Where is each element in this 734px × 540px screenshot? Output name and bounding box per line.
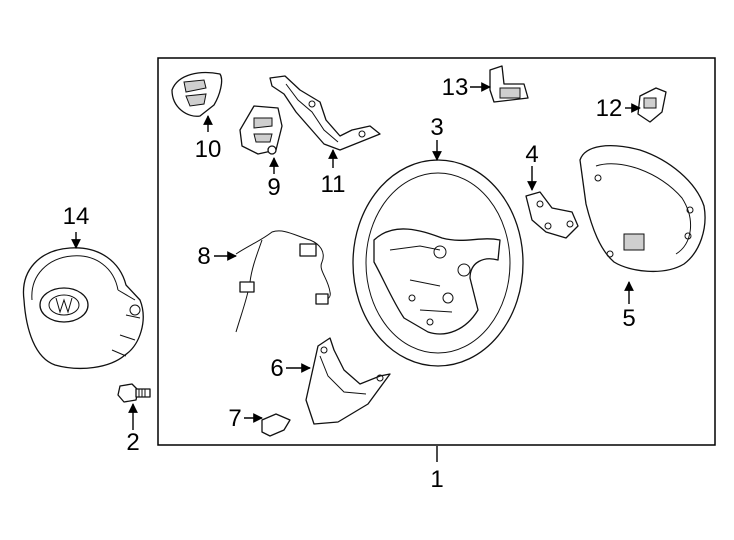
- steering-switch-right: [171, 71, 223, 117]
- bolt: [117, 383, 151, 403]
- wiring-harness: [235, 230, 331, 333]
- rear-cover: [579, 145, 706, 273]
- callout-3: 3: [430, 114, 443, 141]
- callout-6: 6: [270, 355, 283, 382]
- callout-7: 7: [228, 405, 241, 432]
- lower-trim: [305, 337, 391, 425]
- airbag-module: [22, 247, 144, 370]
- wheel-bracket: [525, 191, 579, 239]
- paddle-shifter-switch: [489, 65, 529, 103]
- callout-10: 10: [195, 136, 222, 163]
- lower-cover-bracket: [269, 75, 381, 151]
- callout-9: 9: [267, 174, 280, 201]
- steering-wheel: [352, 159, 524, 367]
- callout-12: 12: [596, 95, 623, 122]
- callout-2: 2: [126, 429, 139, 456]
- small-switch: [637, 87, 667, 123]
- steering-switch-left: [239, 105, 283, 155]
- callout-14: 14: [63, 203, 90, 230]
- callout-5: 5: [622, 305, 635, 332]
- callout-11: 11: [321, 171, 346, 198]
- callout-13: 13: [442, 74, 469, 101]
- callout-8: 8: [197, 243, 210, 270]
- assembly-frame: [157, 57, 716, 446]
- callout-1: 1: [430, 466, 443, 493]
- clip: [261, 413, 291, 437]
- callout-4: 4: [525, 141, 538, 168]
